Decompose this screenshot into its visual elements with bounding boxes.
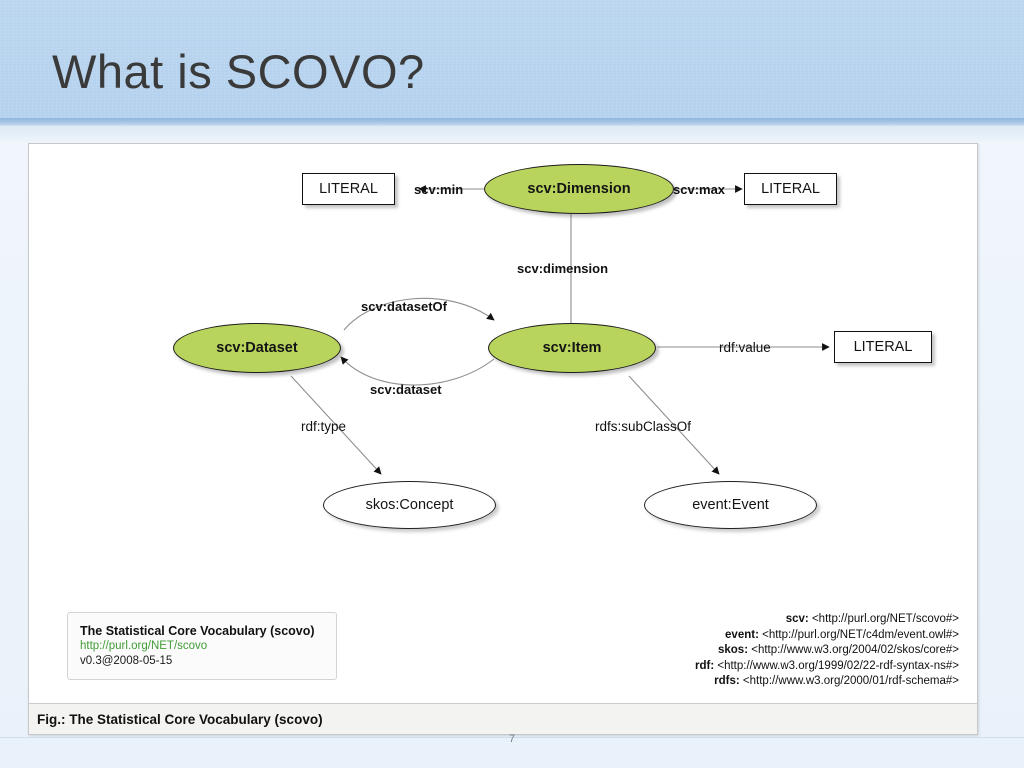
node-label: LITERAL	[761, 181, 820, 197]
infobox-url-link[interactable]: http://purl.org/NET/scovo	[80, 640, 208, 652]
footer-divider	[0, 737, 1024, 738]
node-label: scv:Item	[542, 340, 602, 356]
namespace-row: scv: <http://purl.org/NET/scovo#>	[695, 612, 959, 628]
node-label: event:Event	[692, 497, 769, 513]
node-event-event[interactable]: event:Event	[644, 481, 817, 529]
node-scv-item[interactable]: scv:Item	[488, 323, 656, 373]
node-label: skos:Concept	[365, 497, 454, 513]
infobox-title: The Statistical Core Vocabulary (scovo)	[80, 624, 315, 638]
namespace-prefix: scv:	[785, 613, 809, 625]
namespace-prefix: skos:	[717, 644, 749, 656]
node-label: scv:Dataset	[216, 340, 298, 356]
content-card: LITERAL scv:Dimension LITERAL scv:Datase…	[28, 143, 978, 735]
node-literal-min[interactable]: LITERAL	[302, 173, 395, 205]
diagram-edges	[290, 185, 830, 475]
infobox-version: v0.3@2008-05-15	[80, 655, 173, 667]
edge-label-scv-max: scv:max	[673, 182, 726, 197]
scovo-diagram: LITERAL scv:Dimension LITERAL scv:Datase…	[29, 144, 977, 704]
figure-caption: Fig.: The Statistical Core Vocabulary (s…	[37, 711, 323, 727]
namespace-prefix: rdf:	[694, 659, 715, 672]
node-literal-value[interactable]: LITERAL	[834, 331, 932, 363]
figure-caption-bar: Fig.: The Statistical Core Vocabulary (s…	[29, 703, 977, 734]
node-scv-dimension[interactable]: scv:Dimension	[484, 164, 674, 214]
header-divider	[0, 118, 1024, 126]
namespace-prefix: rdfs:	[714, 675, 740, 687]
slide-header	[0, 0, 1024, 118]
edge-label-scv-min: scv:min	[414, 182, 464, 197]
namespace-row: event: <http://purl.org/NET/c4dm/event.o…	[695, 628, 959, 644]
edge-label-scv-dataset: scv:dataset	[370, 382, 442, 397]
namespace-row: rdfs: <http://www.w3.org/2000/01/rdf-sch…	[695, 674, 959, 690]
namespace-uri: <http://www.w3.org/1999/02/22-rdf-syntax…	[717, 659, 959, 672]
namespace-list: scv: <http://purl.org/NET/scovo#> event:…	[695, 612, 959, 690]
page-title: What is SCOVO?	[52, 45, 425, 98]
namespace-row: skos: <http://www.w3.org/2004/02/skos/co…	[695, 643, 959, 659]
node-label: LITERAL	[319, 181, 378, 197]
edge-label-scv-dimension: scv:dimension	[517, 261, 609, 276]
node-scv-dataset[interactable]: scv:Dataset	[173, 323, 341, 373]
page-number: 7	[508, 733, 516, 745]
namespace-row: rdf: <http://www.w3.org/1999/02/22-rdf-s…	[695, 659, 959, 675]
node-literal-max[interactable]: LITERAL	[744, 173, 837, 205]
vocabulary-infobox: The Statistical Core Vocabulary (scovo) …	[67, 612, 337, 680]
edge-label-scv-datasetof: scv:datasetOf	[361, 299, 447, 314]
edge-label-rdf-type: rdf:type	[301, 419, 347, 434]
namespace-uri: <http://www.w3.org/2004/02/skos/core#>	[751, 644, 959, 656]
node-label: scv:Dimension	[527, 181, 631, 197]
edge-label-rdf-value: rdf:value	[719, 340, 771, 355]
namespace-uri: <http://purl.org/NET/scovo#>	[811, 613, 959, 625]
node-label: LITERAL	[853, 339, 913, 355]
namespace-uri: <http://purl.org/NET/c4dm/event.owl#>	[762, 628, 959, 641]
header-fade	[0, 126, 1024, 142]
header-texture	[0, 0, 1024, 118]
namespace-uri: <http://www.w3.org/2000/01/rdf-schema#>	[742, 675, 959, 687]
namespace-prefix: event:	[725, 628, 759, 641]
node-skos-concept[interactable]: skos:Concept	[323, 481, 496, 529]
edge-label-rdfs-subclassof: rdfs:subClassOf	[595, 419, 692, 434]
